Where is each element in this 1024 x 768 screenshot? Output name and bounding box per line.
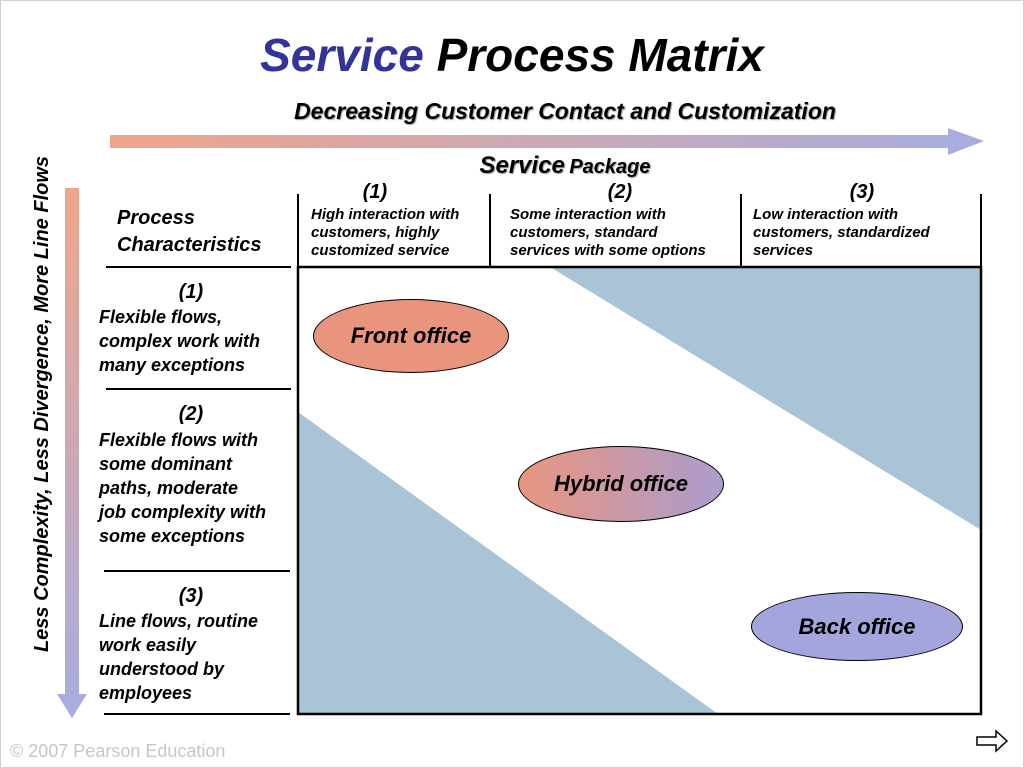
- service-package-word2: Package: [569, 156, 651, 178]
- row-3-line: employees: [99, 683, 193, 703]
- horizontal-arrow: [110, 128, 984, 155]
- column-dividers: [297, 194, 982, 267]
- lower-left-triangle: [298, 412, 718, 714]
- hybrid-office-label: Hybrid office: [553, 471, 689, 496]
- row-1-line: many exceptions: [99, 355, 246, 375]
- row-2-line: paths, moderate: [99, 478, 239, 498]
- column-1-line: customers, highly: [311, 224, 440, 241]
- row-2-line: some exceptions: [99, 526, 246, 546]
- matrix-frame: [296, 265, 983, 716]
- column-2-description: Some interaction with customers, standar…: [510, 206, 740, 260]
- copyright-text: © 2007 Pearson Education: [10, 741, 226, 761]
- top-axis-label: Decreasing Customer Contact and Customiz…: [294, 98, 836, 124]
- service-package-label: Service Package: [400, 152, 730, 180]
- column-2-line: customers, standard: [510, 224, 658, 241]
- column-2-line: Some interaction with: [510, 206, 666, 223]
- row-2-line: some dominant: [99, 454, 233, 474]
- slide-title: Service Process Matrix: [0, 28, 1024, 82]
- row-3-number: (3): [178, 585, 204, 607]
- column-3-line: services: [753, 242, 814, 259]
- row-2-number: (2): [178, 403, 204, 425]
- column-1-description: High interaction with customers, highly …: [311, 206, 491, 260]
- column-1-line: customized service: [311, 242, 450, 259]
- hybrid-office-oval: Hybrid office: [518, 446, 724, 522]
- left-axis-label: Less Complexity, Less Divergence, More L…: [31, 155, 53, 653]
- column-1-line: High interaction with: [311, 206, 460, 223]
- back-office-oval: Back office: [751, 592, 963, 661]
- next-arrow-icon[interactable]: [976, 729, 1009, 753]
- upper-right-triangle: [550, 267, 981, 530]
- row-3-line: work easily: [99, 635, 197, 655]
- column-2-line: services with some options: [510, 242, 706, 259]
- row-3-description: Line flows, routine work easily understo…: [99, 609, 294, 705]
- row-dividers: [104, 266, 291, 715]
- column-1-number: (1): [362, 181, 388, 203]
- column-3-line: customers, standardized: [753, 224, 930, 241]
- process-characteristics-heading: Process Characteristics: [117, 205, 262, 259]
- title-accent-word: Service: [260, 29, 424, 81]
- back-office-label: Back office: [798, 613, 916, 639]
- row-2-line: Flexible flows with: [99, 430, 259, 450]
- title-rest: Process Matrix: [436, 29, 764, 81]
- column-2-number: (2): [607, 181, 633, 203]
- front-office-label: Front office: [350, 323, 472, 348]
- row-1-number: (1): [178, 281, 204, 303]
- row-2-description: Flexible flows with some dominant paths,…: [99, 428, 294, 548]
- vertical-arrow: [57, 188, 87, 718]
- column-3-number: (3): [849, 181, 875, 203]
- row-2-line: job complexity with: [99, 502, 267, 522]
- row-1-line: Flexible flows,: [99, 307, 223, 327]
- column-3-description: Low interaction with customers, standard…: [753, 206, 978, 260]
- row-3-line: Line flows, routine: [99, 611, 259, 631]
- row-3-line: understood by: [99, 659, 224, 679]
- service-package-word1: Service: [479, 152, 565, 179]
- row-1-line: complex work with: [99, 331, 261, 351]
- column-3-line: Low interaction with: [753, 206, 898, 223]
- process-heading-line: Characteristics: [117, 234, 262, 256]
- row-1-description: Flexible flows, complex work with many e…: [99, 305, 294, 377]
- process-heading-line: Process: [117, 207, 195, 229]
- front-office-oval: Front office: [313, 299, 509, 373]
